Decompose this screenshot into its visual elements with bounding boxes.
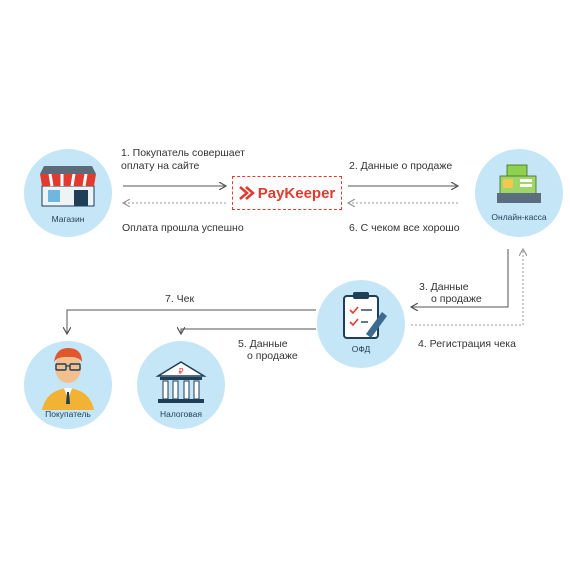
step3-line2: о продаже: [431, 293, 482, 305]
step3-line1: 3. Данные: [419, 281, 469, 293]
paykeeper-box: PayKeeper: [232, 176, 342, 210]
step2-label: 2. Данные о продаже: [349, 160, 453, 172]
chevron-logo-icon: [238, 186, 255, 200]
paykeeper-logo-text: PayKeeper: [257, 184, 336, 202]
step1-line1: 1. Покупатель совершает: [121, 147, 245, 159]
shop-label: Магазин: [51, 214, 85, 224]
step6-label: 6. С чеком все хорошо: [349, 222, 460, 234]
arrow-step4: [411, 249, 523, 326]
arrow-step3: [411, 249, 509, 307]
ofd-label: ОФД: [351, 344, 371, 354]
bank-building-icon: ₽: [155, 361, 207, 403]
clipboard-icon: [343, 292, 387, 339]
tax-label: Налоговая: [159, 409, 203, 419]
tax-circle: [137, 341, 225, 429]
person-icon: [42, 348, 94, 410]
svg-text:₽: ₽: [178, 367, 183, 376]
kassa-label: Онлайн-касса: [491, 212, 547, 222]
arrow-step7: [67, 309, 316, 334]
step5-line2: о продаже: [247, 350, 298, 362]
buyer-label: Покупатель: [45, 409, 91, 419]
shop-icon: [40, 166, 96, 207]
arrow-step5: [181, 329, 316, 334]
register-icon: [497, 164, 541, 203]
paid-ok-label: Оплата прошла успешно: [122, 222, 244, 234]
step7-label: 7. Чек: [165, 293, 195, 305]
step4-label: 4. Регистрация чека: [418, 338, 516, 350]
paykeeper-logo: PayKeeper: [238, 184, 336, 202]
step5-line1: 5. Данные: [238, 338, 288, 350]
step1-line2: оплату на сайте: [121, 160, 200, 172]
